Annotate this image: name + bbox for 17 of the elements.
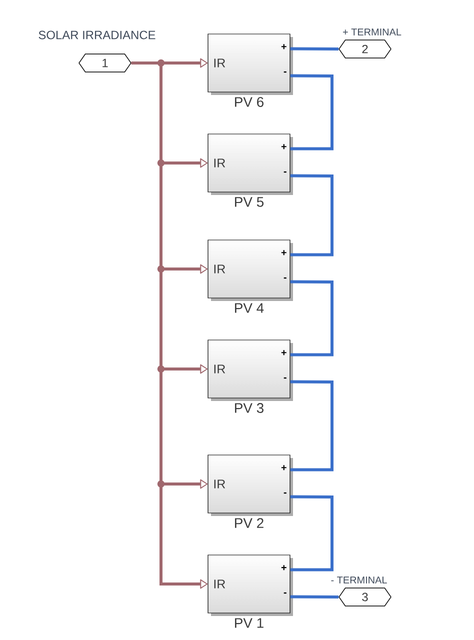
connector-line: [290, 595, 339, 598]
module-label: PV 1: [235, 618, 264, 628]
connector-line: [290, 280, 334, 356]
connector-line: [290, 174, 334, 256]
port-name: + TERMINAL: [343, 28, 402, 36]
module-label: PV 3: [235, 403, 264, 413]
module-label: PV 2: [235, 518, 264, 528]
module-label: PV 6: [235, 97, 264, 107]
connector-arrow: [131, 62, 208, 589]
port-name: - TERMINAL: [331, 576, 387, 584]
module-label: PV 5: [235, 197, 264, 207]
connector-line: [290, 380, 334, 472]
connector-line: [290, 47, 339, 50]
connector-line: [290, 495, 334, 572]
port-name: SOLAR IRRADIANCE: [38, 30, 156, 40]
connector-line: [290, 74, 334, 150]
module-label: PV 4: [235, 303, 264, 313]
